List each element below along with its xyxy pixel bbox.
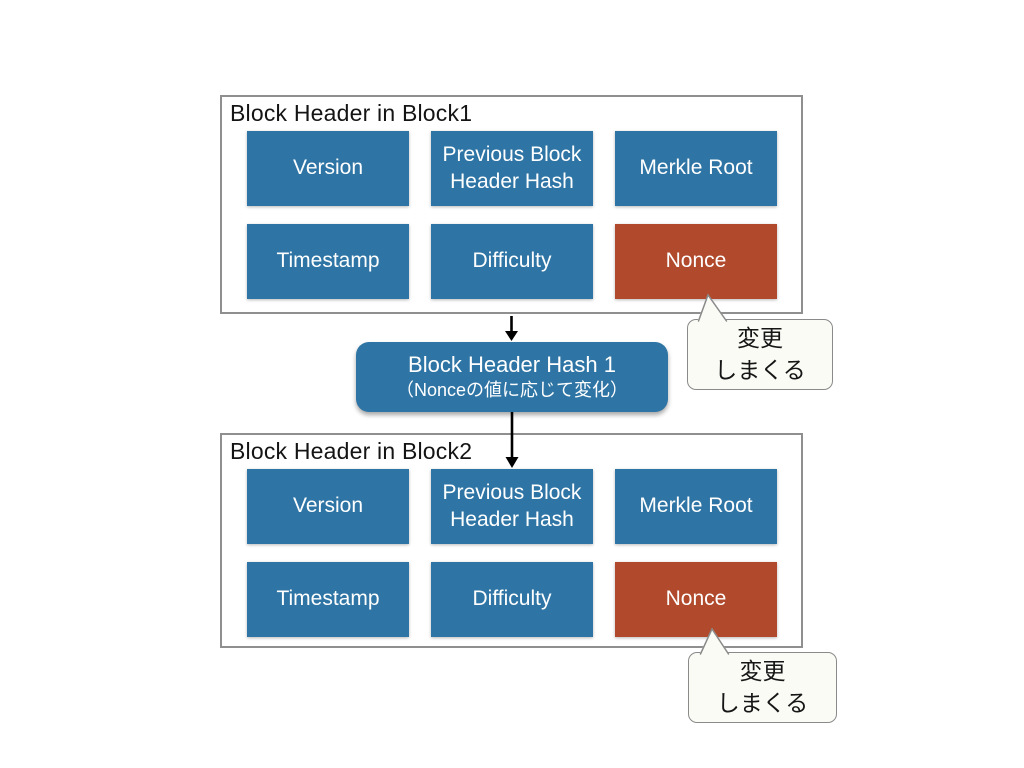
callout2-line1: 変更 <box>739 658 786 685</box>
block2-cell-difficulty: Difficulty <box>431 562 593 637</box>
block1-cell-difficulty: Difficulty <box>431 224 593 299</box>
block1-cell-merkle-root: Merkle Root <box>615 131 777 206</box>
block1-cell-version: Version <box>247 131 409 206</box>
nonce-callout-block1: 変更 しまくる <box>687 319 833 390</box>
block-header-hash-node: Block Header Hash 1 （Nonceの値に応じて変化） <box>356 342 668 412</box>
block1-cell-prev-hash: Previous Block Header Hash <box>431 131 593 206</box>
hash-node-subtitle: （Nonceの値に応じて変化） <box>395 379 629 400</box>
block1-cell-nonce: Nonce <box>615 224 777 299</box>
callout1-line2: しまくる <box>714 356 806 383</box>
block2-cell-timestamp: Timestamp <box>247 562 409 637</box>
block2-cell-prev-hash: Previous Block Header Hash <box>431 469 593 544</box>
callout2-line2: しまくる <box>716 689 809 716</box>
hash-node-title: Block Header Hash 1 <box>408 352 616 378</box>
block2-cell-version: Version <box>247 469 409 544</box>
block2-cell-merkle-root: Merkle Root <box>615 469 777 544</box>
block2-cell-nonce: Nonce <box>615 562 777 637</box>
block1-container: Block Header in Block1 Version Previous … <box>220 95 803 314</box>
nonce-callout-block2: 変更 しまくる <box>688 652 837 723</box>
arrow-block1-to-hash <box>505 316 518 341</box>
block2-container: Block Header in Block2 Version Previous … <box>220 433 803 648</box>
block1-title: Block Header in Block1 <box>230 100 473 126</box>
block2-title: Block Header in Block2 <box>230 438 473 464</box>
block1-cell-timestamp: Timestamp <box>247 224 409 299</box>
callout1-line1: 変更 <box>737 325 783 352</box>
